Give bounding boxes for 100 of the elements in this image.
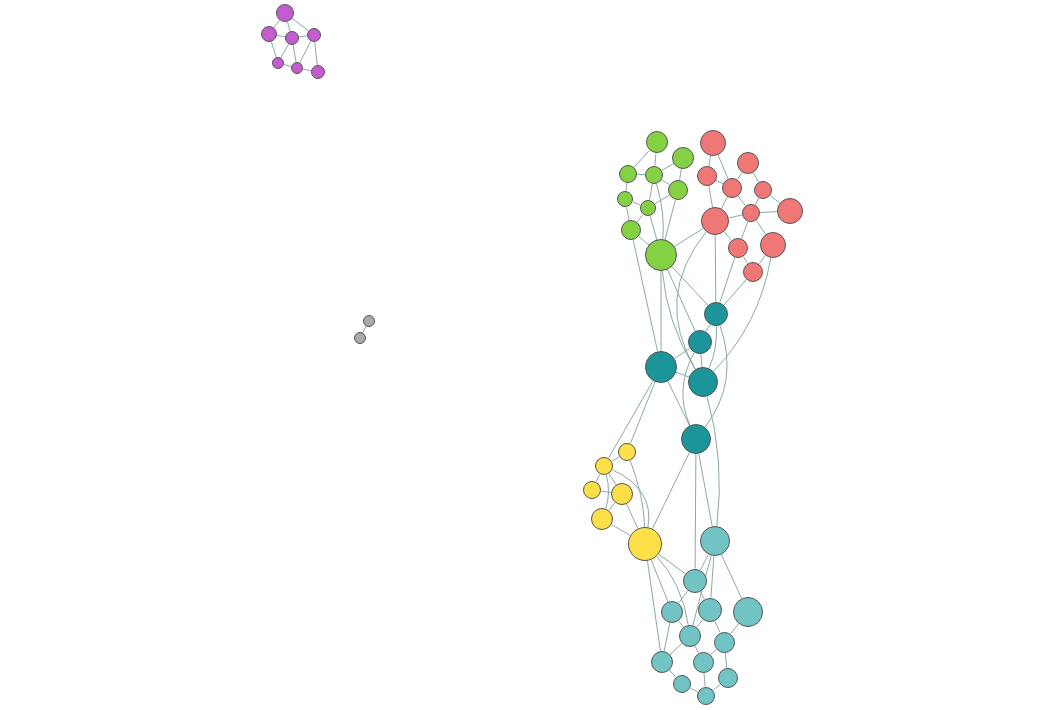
edge-line (720, 554, 743, 599)
graph-node (682, 568, 708, 594)
graph-node (672, 674, 692, 694)
graph-node (692, 651, 714, 673)
edge-line (682, 352, 695, 426)
graph-node (311, 65, 325, 79)
graph-node (703, 301, 729, 327)
graph-node (291, 62, 303, 74)
edge-line (700, 591, 705, 600)
graph-node (628, 527, 662, 561)
edge-line (673, 227, 704, 248)
graph-node (276, 4, 294, 22)
edge-line (724, 651, 728, 669)
graph-node (672, 147, 694, 169)
edge-line (708, 155, 712, 167)
edge-line (630, 381, 656, 444)
graph-node (701, 207, 729, 235)
graph-node (306, 27, 322, 43)
edge-line (723, 279, 747, 306)
graph-node (645, 351, 677, 383)
edge-line (625, 182, 628, 192)
graph-node (700, 526, 730, 556)
edge-line (286, 21, 291, 32)
edge-line (276, 34, 286, 38)
graph-node (645, 130, 669, 154)
graph-node (700, 130, 726, 156)
graph-node (760, 232, 786, 258)
edge-line (649, 183, 653, 201)
graph-node (737, 152, 759, 174)
edge-line (612, 469, 650, 528)
graph-node (696, 686, 716, 706)
edge-line (675, 371, 690, 378)
edge-line (664, 199, 676, 241)
edge-line (656, 183, 664, 241)
graph-node (776, 197, 804, 225)
graph-node (687, 329, 713, 355)
graph-node (261, 26, 277, 42)
edge-line (605, 474, 609, 509)
edge-line (714, 620, 721, 633)
edge-line (632, 239, 659, 352)
graph-node (661, 601, 683, 623)
graph-node (697, 597, 723, 623)
edge-line (661, 269, 696, 370)
graph-node (651, 651, 673, 673)
graph-node (717, 667, 739, 689)
edge-line (611, 524, 631, 536)
edge-line (362, 325, 367, 334)
edge-line (713, 257, 772, 372)
graph-node (354, 332, 366, 344)
graph-node (594, 456, 614, 476)
graph-node (754, 181, 772, 199)
graph-node (284, 30, 300, 46)
graph-node (742, 204, 760, 222)
graph-node (681, 424, 711, 454)
edge-line (754, 197, 760, 206)
edge-line (710, 555, 715, 599)
graph-node (582, 480, 602, 500)
graph-node (727, 237, 749, 259)
edge-line (741, 220, 749, 239)
edge-line (626, 206, 630, 221)
edge-line (705, 324, 711, 332)
edge-line (708, 185, 714, 208)
edge-line (299, 40, 312, 64)
graph-node (619, 165, 637, 183)
edge-line (715, 179, 724, 185)
graph-node (667, 179, 689, 201)
edge-line (704, 324, 728, 428)
edge-line (694, 453, 697, 570)
graph-node (645, 239, 677, 271)
edge-line (752, 172, 760, 183)
edge-line (708, 325, 718, 369)
edge-line (650, 559, 669, 603)
edge-line (669, 642, 683, 656)
edge-line (719, 257, 736, 303)
edge-line (292, 44, 297, 63)
edge-line (660, 270, 662, 352)
edge-line (654, 194, 670, 205)
edge-line (298, 35, 308, 38)
graph-node (713, 631, 735, 653)
edge-line (723, 230, 732, 241)
edge-line (654, 152, 657, 167)
edge-line (270, 40, 277, 58)
edge-line (611, 456, 620, 462)
graph-node (617, 442, 637, 462)
graph-node (363, 315, 375, 327)
edge-line (600, 490, 612, 494)
graph-node (616, 190, 634, 208)
edge-line (678, 620, 685, 629)
graph-node (610, 482, 634, 506)
edge-line (671, 265, 709, 306)
edge-line (689, 687, 699, 693)
edge-line (663, 622, 671, 652)
edge-line (280, 43, 290, 59)
edge-line (714, 234, 717, 303)
edge-line (679, 168, 682, 181)
edge-line (661, 163, 674, 171)
edge-line (700, 353, 703, 368)
edge-line (695, 619, 703, 629)
edge-line (283, 64, 292, 67)
graph-node (645, 166, 663, 184)
